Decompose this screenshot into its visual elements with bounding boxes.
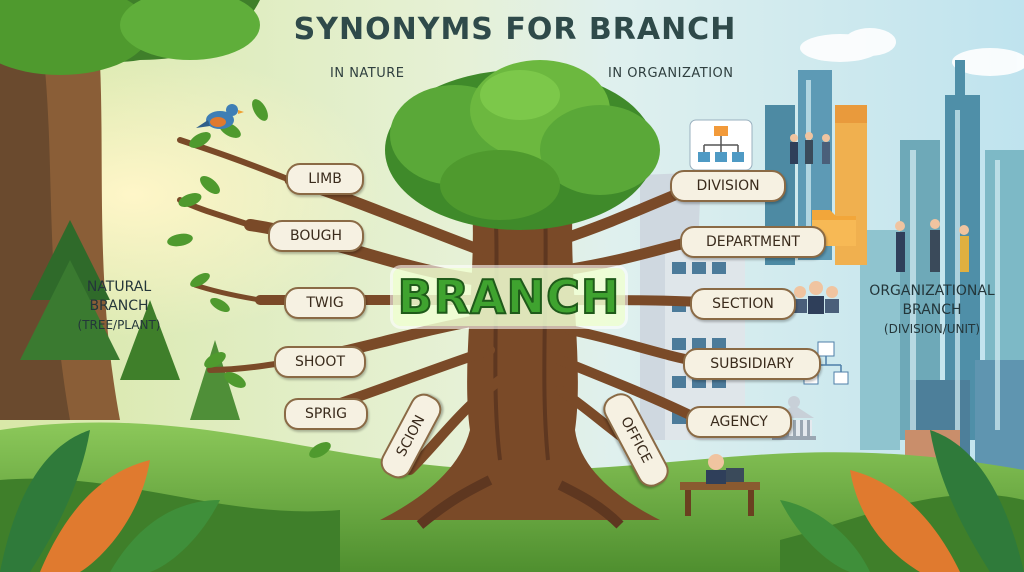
natural-label-line2: BRANCH [89, 298, 149, 314]
organization-heading: IN ORGANIZATION [608, 66, 734, 81]
synonym-pill-division: DIVISION [670, 170, 786, 202]
nature-heading: IN NATURE [330, 66, 405, 81]
people-group-icon [793, 281, 839, 314]
center-word-branch: BRANCH [393, 268, 625, 326]
organizational-branch-label: ORGANIZATIONAL BRANCH (DIVISION/UNIT) [852, 282, 1012, 339]
synonym-pill-section: SECTION [690, 288, 796, 320]
page-title: SYNONYMS FOR BRANCH [293, 12, 737, 47]
cloud [800, 28, 1024, 76]
synonym-pill-twig: TWIG [284, 287, 366, 319]
tree-trunk [380, 180, 660, 529]
natural-label-line1: NATURAL [86, 279, 152, 295]
org-label-line1: ORGANIZATIONAL [869, 283, 995, 299]
org-label-line2: BRANCH [902, 302, 962, 318]
natural-label-sub: (TREE/PLANT) [77, 318, 161, 332]
org-chart-icon [689, 119, 753, 171]
synonym-pill-limb: LIMB [286, 163, 364, 195]
natural-branch-label: NATURAL BRANCH (TREE/PLANT) [64, 278, 174, 335]
synonym-pill-sprig: SPRIG [284, 398, 368, 430]
synonym-pill-bough: BOUGH [268, 220, 364, 252]
office-worker-icon [680, 454, 760, 516]
forest [0, 0, 260, 420]
synonym-pill-department: DEPARTMENT [680, 226, 826, 258]
org-label-sub: (DIVISION/UNIT) [883, 322, 981, 336]
bird-icon [196, 104, 244, 129]
synonym-pill-subsidiary: SUBSIDIARY [683, 348, 821, 380]
foreground-leaves [0, 430, 1024, 572]
business-people [790, 132, 969, 272]
city-skyline [765, 60, 1024, 510]
synonym-pill-shoot: SHOOT [274, 346, 366, 378]
tree-crown [385, 60, 660, 230]
synonym-pill-agency: AGENCY [686, 406, 792, 438]
